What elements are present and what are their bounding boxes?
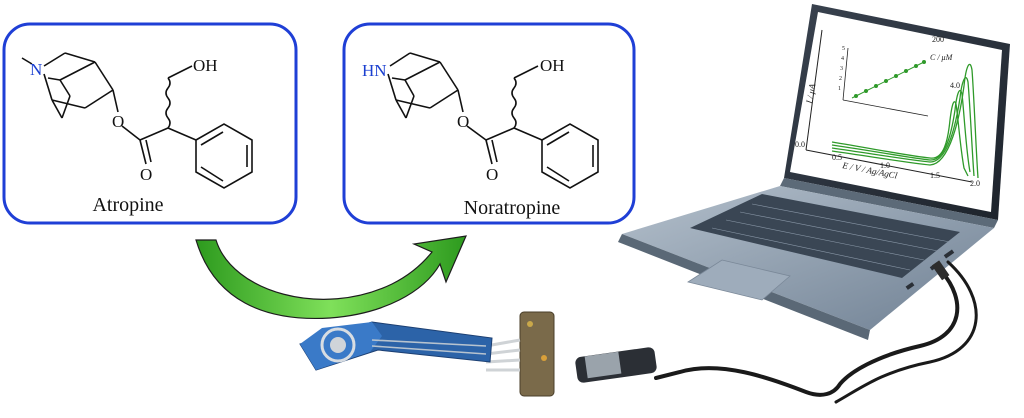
noratropine-amine-label: HN xyxy=(362,61,387,80)
sensor-connector xyxy=(485,311,657,397)
atropine-name-label: Atropine xyxy=(92,194,163,216)
laptop-display xyxy=(790,12,1002,212)
connector-led xyxy=(541,355,547,361)
inset-axis-label: C / μM xyxy=(930,53,954,62)
atropine-carbonyl-oxygen-label: O xyxy=(140,165,152,184)
inset-tick-1: 1 xyxy=(838,86,841,92)
connector-board xyxy=(519,311,555,397)
plot-y-axis-label: I / μA xyxy=(804,82,818,105)
noratropine-name-label: Noratropine xyxy=(464,197,561,219)
electrode-counter-ring xyxy=(320,327,356,363)
inset-points xyxy=(854,60,926,98)
noratropine-box xyxy=(342,22,636,225)
laptop-hinge xyxy=(780,178,998,228)
connector-screw xyxy=(527,321,533,327)
inset-y-axis xyxy=(842,47,849,101)
laptop-touchpad xyxy=(687,259,791,301)
inset-tick-0: 200 xyxy=(932,35,944,44)
voltammogram-plot: I / μA 0.0 4.0 0.5 1.0 1.5 2.0 E / V / A… xyxy=(795,29,980,188)
laptop-keyboard-grid xyxy=(711,203,951,271)
plot-x-tick-2: 1.5 xyxy=(930,171,940,180)
voltammogram-curves xyxy=(831,63,979,179)
screen-printed-electrode xyxy=(299,321,493,371)
inset-tick-3: 3 xyxy=(840,66,843,72)
noratropine-panel: HN OH O O Noratropine xyxy=(342,22,636,225)
noratropine-carbonyl-oxygen-label: O xyxy=(486,165,498,184)
noratropine-hydroxyl-label: OH xyxy=(540,56,565,75)
inset-tick-5: 5 xyxy=(842,46,845,52)
atropine-hydroxyl-label: OH xyxy=(193,56,218,75)
plot-y-axis xyxy=(805,29,823,151)
atropine-amine-label: N xyxy=(30,60,42,79)
usb-cable xyxy=(654,260,978,404)
connector-pins xyxy=(485,338,521,372)
atropine-structure xyxy=(21,52,253,189)
conversion-arrow-body xyxy=(195,235,467,320)
inset-fit-line xyxy=(851,61,925,99)
connector-metal-band xyxy=(584,351,622,379)
plot-y-tick-0: 0.0 xyxy=(795,140,805,149)
inset-plot xyxy=(842,47,929,117)
atropine-ester-oxygen-label: O xyxy=(112,112,124,131)
conversion-arrow xyxy=(195,235,467,320)
electrode-working-disk xyxy=(330,337,346,353)
noratropine-ester-oxygen-label: O xyxy=(457,112,469,131)
usb-plug-laptop xyxy=(931,260,950,281)
plot-x-tick-3: 2.0 xyxy=(970,179,980,188)
plot-x-axis xyxy=(805,149,973,183)
inset-x-axis xyxy=(842,99,929,117)
laptop: I / μA 0.0 4.0 0.5 1.0 1.5 2.0 E / V / A… xyxy=(618,4,1010,340)
laptop-keyboard xyxy=(690,194,960,278)
noratropine-structure xyxy=(387,52,599,189)
atropine-panel: N OH O O Atropine xyxy=(2,22,298,225)
inset-tick-2: 2 xyxy=(839,76,842,82)
plot-x-tick-0: 0.5 xyxy=(832,153,842,162)
inset-tick-4: 4 xyxy=(841,56,844,62)
plot-y-tick-1: 4.0 xyxy=(950,81,960,90)
atropine-box xyxy=(2,22,298,225)
electrode-traces xyxy=(371,339,487,355)
plot-x-tick-1: 1.0 xyxy=(880,161,890,170)
